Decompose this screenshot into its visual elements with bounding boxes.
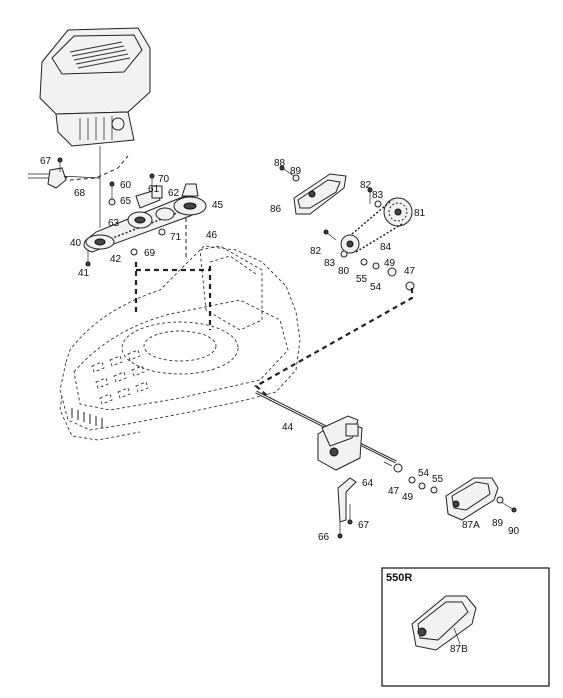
part-label: 80 <box>338 266 350 277</box>
part-label: 55 <box>356 274 368 285</box>
inset-part-label: 87B <box>450 644 468 655</box>
mower-deck-outline <box>59 245 301 441</box>
part-label: 41 <box>78 268 90 279</box>
engine <box>39 27 151 228</box>
part-label: 89 <box>290 166 302 177</box>
part-label: 64 <box>362 478 374 489</box>
part-label: 83 <box>372 190 384 201</box>
part-label: 88 <box>274 158 286 169</box>
part-label: 54 <box>418 468 430 479</box>
part-label: 65 <box>120 196 132 207</box>
part-label: 67 <box>40 156 52 167</box>
part-label: 44 <box>282 422 294 433</box>
part-label: 54 <box>370 282 382 293</box>
part-label: 82 <box>360 180 372 191</box>
gear-cover-87A <box>445 477 517 521</box>
part-label: 89 <box>492 518 504 529</box>
part-label: 90 <box>508 526 520 537</box>
part-label: 87A <box>462 520 480 531</box>
part-label: 46 <box>206 230 218 241</box>
part-label: 69 <box>144 248 156 259</box>
part-label: 42 <box>110 254 122 265</box>
upper-right-drive <box>254 165 415 401</box>
part-label: 47 <box>388 486 400 497</box>
part-label: 68 <box>74 188 86 199</box>
part-label: 84 <box>380 242 392 253</box>
part-label: 82 <box>310 246 322 257</box>
part-label: 60 <box>120 180 132 191</box>
belt-drive-assembly <box>83 173 207 267</box>
part-label: 81 <box>414 208 426 219</box>
part-label: 71 <box>170 232 182 243</box>
part-label: 61 <box>148 184 160 195</box>
part-labels: 67 68 60 61 70 65 62 45 63 71 46 40 42 6… <box>40 156 520 543</box>
part-label: 62 <box>168 188 180 199</box>
part-label: 47 <box>404 266 416 277</box>
throttle-cable-assembly <box>28 155 129 189</box>
axle-and-gearbox <box>255 390 438 539</box>
part-label: 86 <box>270 204 282 215</box>
part-label: 66 <box>318 532 330 543</box>
part-label: 40 <box>70 238 82 249</box>
part-label: 49 <box>402 492 414 503</box>
part-label: 45 <box>212 200 224 211</box>
part-label: 63 <box>108 218 120 229</box>
part-label: 83 <box>324 258 336 269</box>
part-label: 49 <box>384 258 396 269</box>
inset-550R: 550R 87B <box>381 567 550 687</box>
part-label: 67 <box>358 520 370 531</box>
part-label: 55 <box>432 474 444 485</box>
inset-title: 550R <box>386 572 412 584</box>
part-label: 70 <box>158 174 170 185</box>
